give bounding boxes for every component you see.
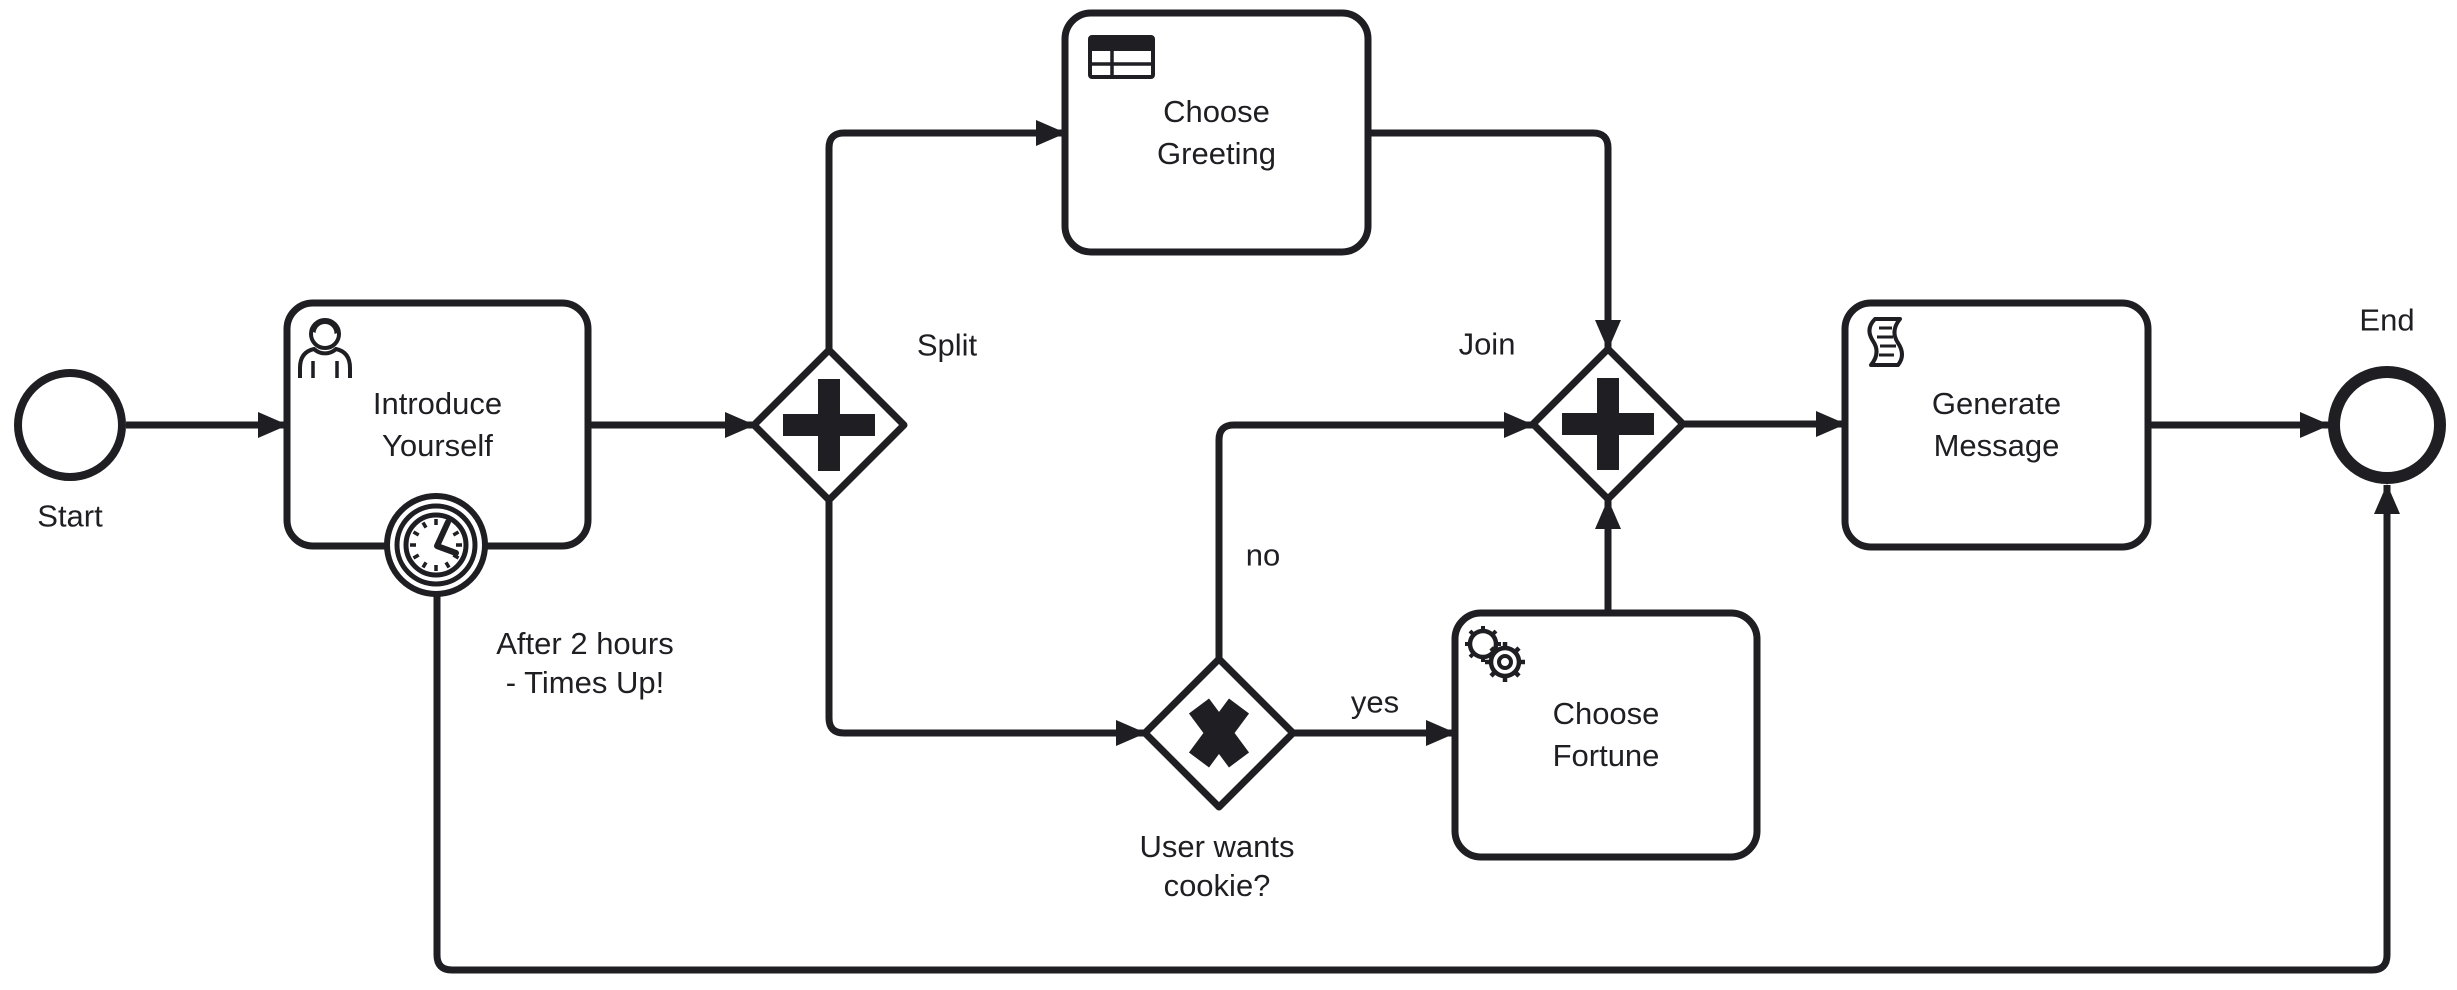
end-event[interactable] (2328, 366, 2446, 484)
gateway-cookie-decision[interactable] (1141, 655, 1297, 811)
task-choose-fortune[interactable] (1451, 609, 1761, 861)
task-generate-message[interactable] (1841, 299, 2152, 551)
task-label-choose-fortune: Choose Fortune (1552, 696, 1660, 773)
start-event[interactable] (14, 369, 126, 481)
script-icon (1867, 317, 1904, 367)
table-icon (1088, 35, 1155, 79)
flow-cookie-gateway-to-join (1215, 412, 1534, 659)
clock-icon (403, 512, 469, 578)
gateway-join[interactable] (1529, 345, 1687, 503)
start-event-label: Start (37, 498, 103, 534)
gateway-cookie-label: User wants cookie? (1139, 829, 1295, 903)
x-icon (1188, 698, 1250, 768)
flow-timer-to-end (433, 484, 2400, 974)
task-label-generate-message: Generate Message (1931, 386, 2062, 463)
user-icon (298, 318, 352, 378)
flow-label-yes: yes (1350, 684, 1400, 720)
flow-split-to-cookie-gateway (825, 500, 1146, 746)
gateway-split[interactable] (750, 346, 908, 504)
flow-label-no: no (1245, 537, 1281, 573)
gateway-split-label: Split (916, 327, 978, 363)
gears-icon (1465, 626, 1525, 682)
plus-icon (783, 379, 875, 471)
plus-icon (1562, 378, 1654, 470)
task-label-introduce-yourself: Introduce Yourself (372, 385, 503, 463)
timer-annotation: After 2 hours - Times Up! (496, 626, 674, 700)
end-event-label: End (2359, 302, 2415, 338)
flow-choose-greeting-to-join (1368, 129, 1621, 350)
task-label-choose-greeting: Choose Greeting (1157, 93, 1276, 171)
flow-split-to-choose-greeting (825, 120, 1066, 350)
gateway-join-label: Join (1458, 326, 1516, 362)
